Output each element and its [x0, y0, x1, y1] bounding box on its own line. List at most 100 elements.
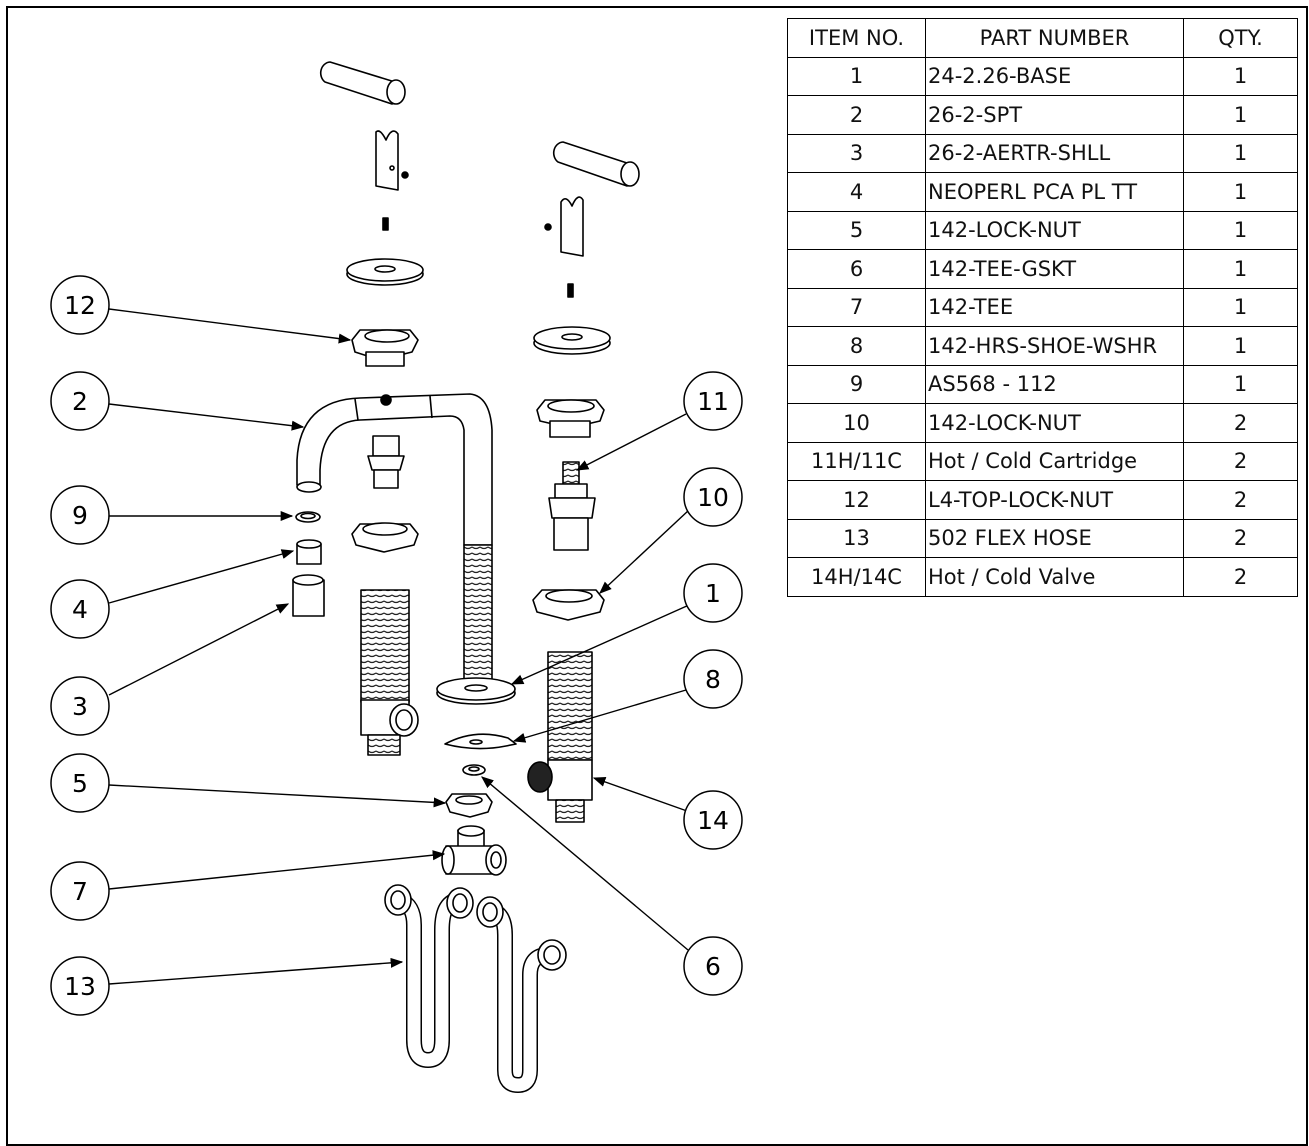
lock-nut-right	[532, 589, 605, 621]
header-item-no: ITEM NO.	[787, 18, 926, 58]
bom-cell-part: 502 FLEX HOSE	[925, 518, 1184, 558]
right-handle	[552, 141, 640, 187]
bom-cell-part: 142-LOCK-NUT	[925, 210, 1184, 250]
left-handle	[319, 61, 406, 105]
bom-header-row: ITEM NO. PART NUMBER QTY.	[787, 18, 1298, 58]
bom-cell-qty: 1	[1183, 249, 1298, 289]
balloons	[50, 275, 743, 1016]
aerator-shell	[292, 574, 325, 617]
balloon-label-4: 4	[72, 595, 88, 624]
bom-cell-qty: 1	[1183, 95, 1298, 135]
top-lock-nut-right	[536, 399, 605, 438]
flex-hose-left	[384, 884, 474, 1068]
balloon-label-10: 10	[697, 483, 729, 512]
lock-nut	[445, 793, 493, 818]
bom-cell-item: 11H/11C	[787, 441, 926, 481]
bom-cell-item: 5	[787, 210, 926, 250]
bom-cell-qty: 1	[1183, 364, 1298, 404]
leader-lines	[108, 308, 690, 985]
bom-cell-qty: 2	[1183, 557, 1298, 597]
bom-cell-part: 142-HRS-SHOE-WSHR	[925, 326, 1184, 366]
balloon-2	[50, 371, 110, 431]
bom-cell-qty: 2	[1183, 403, 1298, 443]
bom-cell-part: AS568 - 112	[925, 364, 1184, 404]
bom-cell-item: 2	[787, 95, 926, 135]
balloon-1	[683, 563, 743, 623]
bom-cell-item: 4	[787, 172, 926, 212]
balloon-label-13: 13	[64, 972, 96, 1001]
bom-cell-item: 10	[787, 403, 926, 443]
balloon-14	[683, 790, 743, 850]
tee-gasket	[462, 764, 486, 776]
right-escutcheon	[533, 326, 611, 355]
balloon-label-14: 14	[697, 806, 729, 835]
base-body	[360, 589, 419, 756]
bom-cell-item: 7	[787, 287, 926, 327]
balloon-5	[50, 753, 110, 813]
flex-hose-right	[476, 896, 567, 1093]
bom-cell-qty: 1	[1183, 210, 1298, 250]
bom-cell-part: Hot / Cold Cartridge	[925, 441, 1184, 481]
balloon-6	[683, 936, 743, 996]
balloon-13	[50, 956, 110, 1016]
aerator-insert	[296, 539, 322, 565]
balloon-label-8: 8	[705, 665, 721, 694]
balloon-label-2: 2	[72, 387, 88, 416]
bom-cell-qty: 2	[1183, 441, 1298, 481]
bom-cell-qty: 2	[1183, 518, 1298, 558]
bom-cell-item: 9	[787, 364, 926, 404]
valve-right	[527, 651, 593, 823]
balloon-11	[683, 371, 743, 431]
bom-cell-part: Hot / Cold Valve	[925, 557, 1184, 597]
bom-cell-part: 24-2.26-BASE	[925, 56, 1184, 96]
cartridge	[548, 461, 596, 551]
balloon-label-11: 11	[697, 387, 729, 416]
balloon-10	[683, 467, 743, 527]
bom-cell-qty: 1	[1183, 326, 1298, 366]
spout	[296, 393, 493, 686]
bom-cell-item: 1	[787, 56, 926, 96]
balloon-4	[50, 579, 110, 639]
balloon-label-1: 1	[705, 579, 721, 608]
bom-cell-item: 6	[787, 249, 926, 289]
top-lock-nut-left	[351, 329, 419, 367]
balloon-label-9: 9	[72, 501, 88, 530]
header-qty: QTY.	[1183, 18, 1298, 58]
base-lock-nut-left	[351, 522, 419, 553]
horseshoe-washer	[444, 733, 517, 750]
right-set-screw	[567, 283, 574, 298]
balloon-12	[50, 275, 110, 335]
balloon-8	[683, 649, 743, 709]
bom-cell-part: 142-TEE	[925, 287, 1184, 327]
bom-cell-part: NEOPERL PCA PL TT	[925, 172, 1184, 212]
bom-cell-item: 13	[787, 518, 926, 558]
tee-fitting	[441, 825, 507, 876]
left-escutcheon	[346, 258, 424, 286]
balloon-9	[50, 485, 110, 545]
balloon-3	[50, 676, 110, 736]
bom-cell-qty: 1	[1183, 56, 1298, 96]
spout-shank	[367, 394, 405, 489]
base-washer	[436, 677, 516, 705]
bom-cell-item: 8	[787, 326, 926, 366]
bom-cell-qty: 1	[1183, 133, 1298, 173]
balloon-label-5: 5	[72, 769, 88, 798]
bom-cell-part: 142-LOCK-NUT	[925, 403, 1184, 443]
o-ring	[295, 511, 321, 523]
bom-cell-item: 3	[787, 133, 926, 173]
bom-cell-qty: 1	[1183, 287, 1298, 327]
balloon-label-6: 6	[705, 952, 721, 981]
bom-cell-part: 142-TEE-GSKT	[925, 249, 1184, 289]
